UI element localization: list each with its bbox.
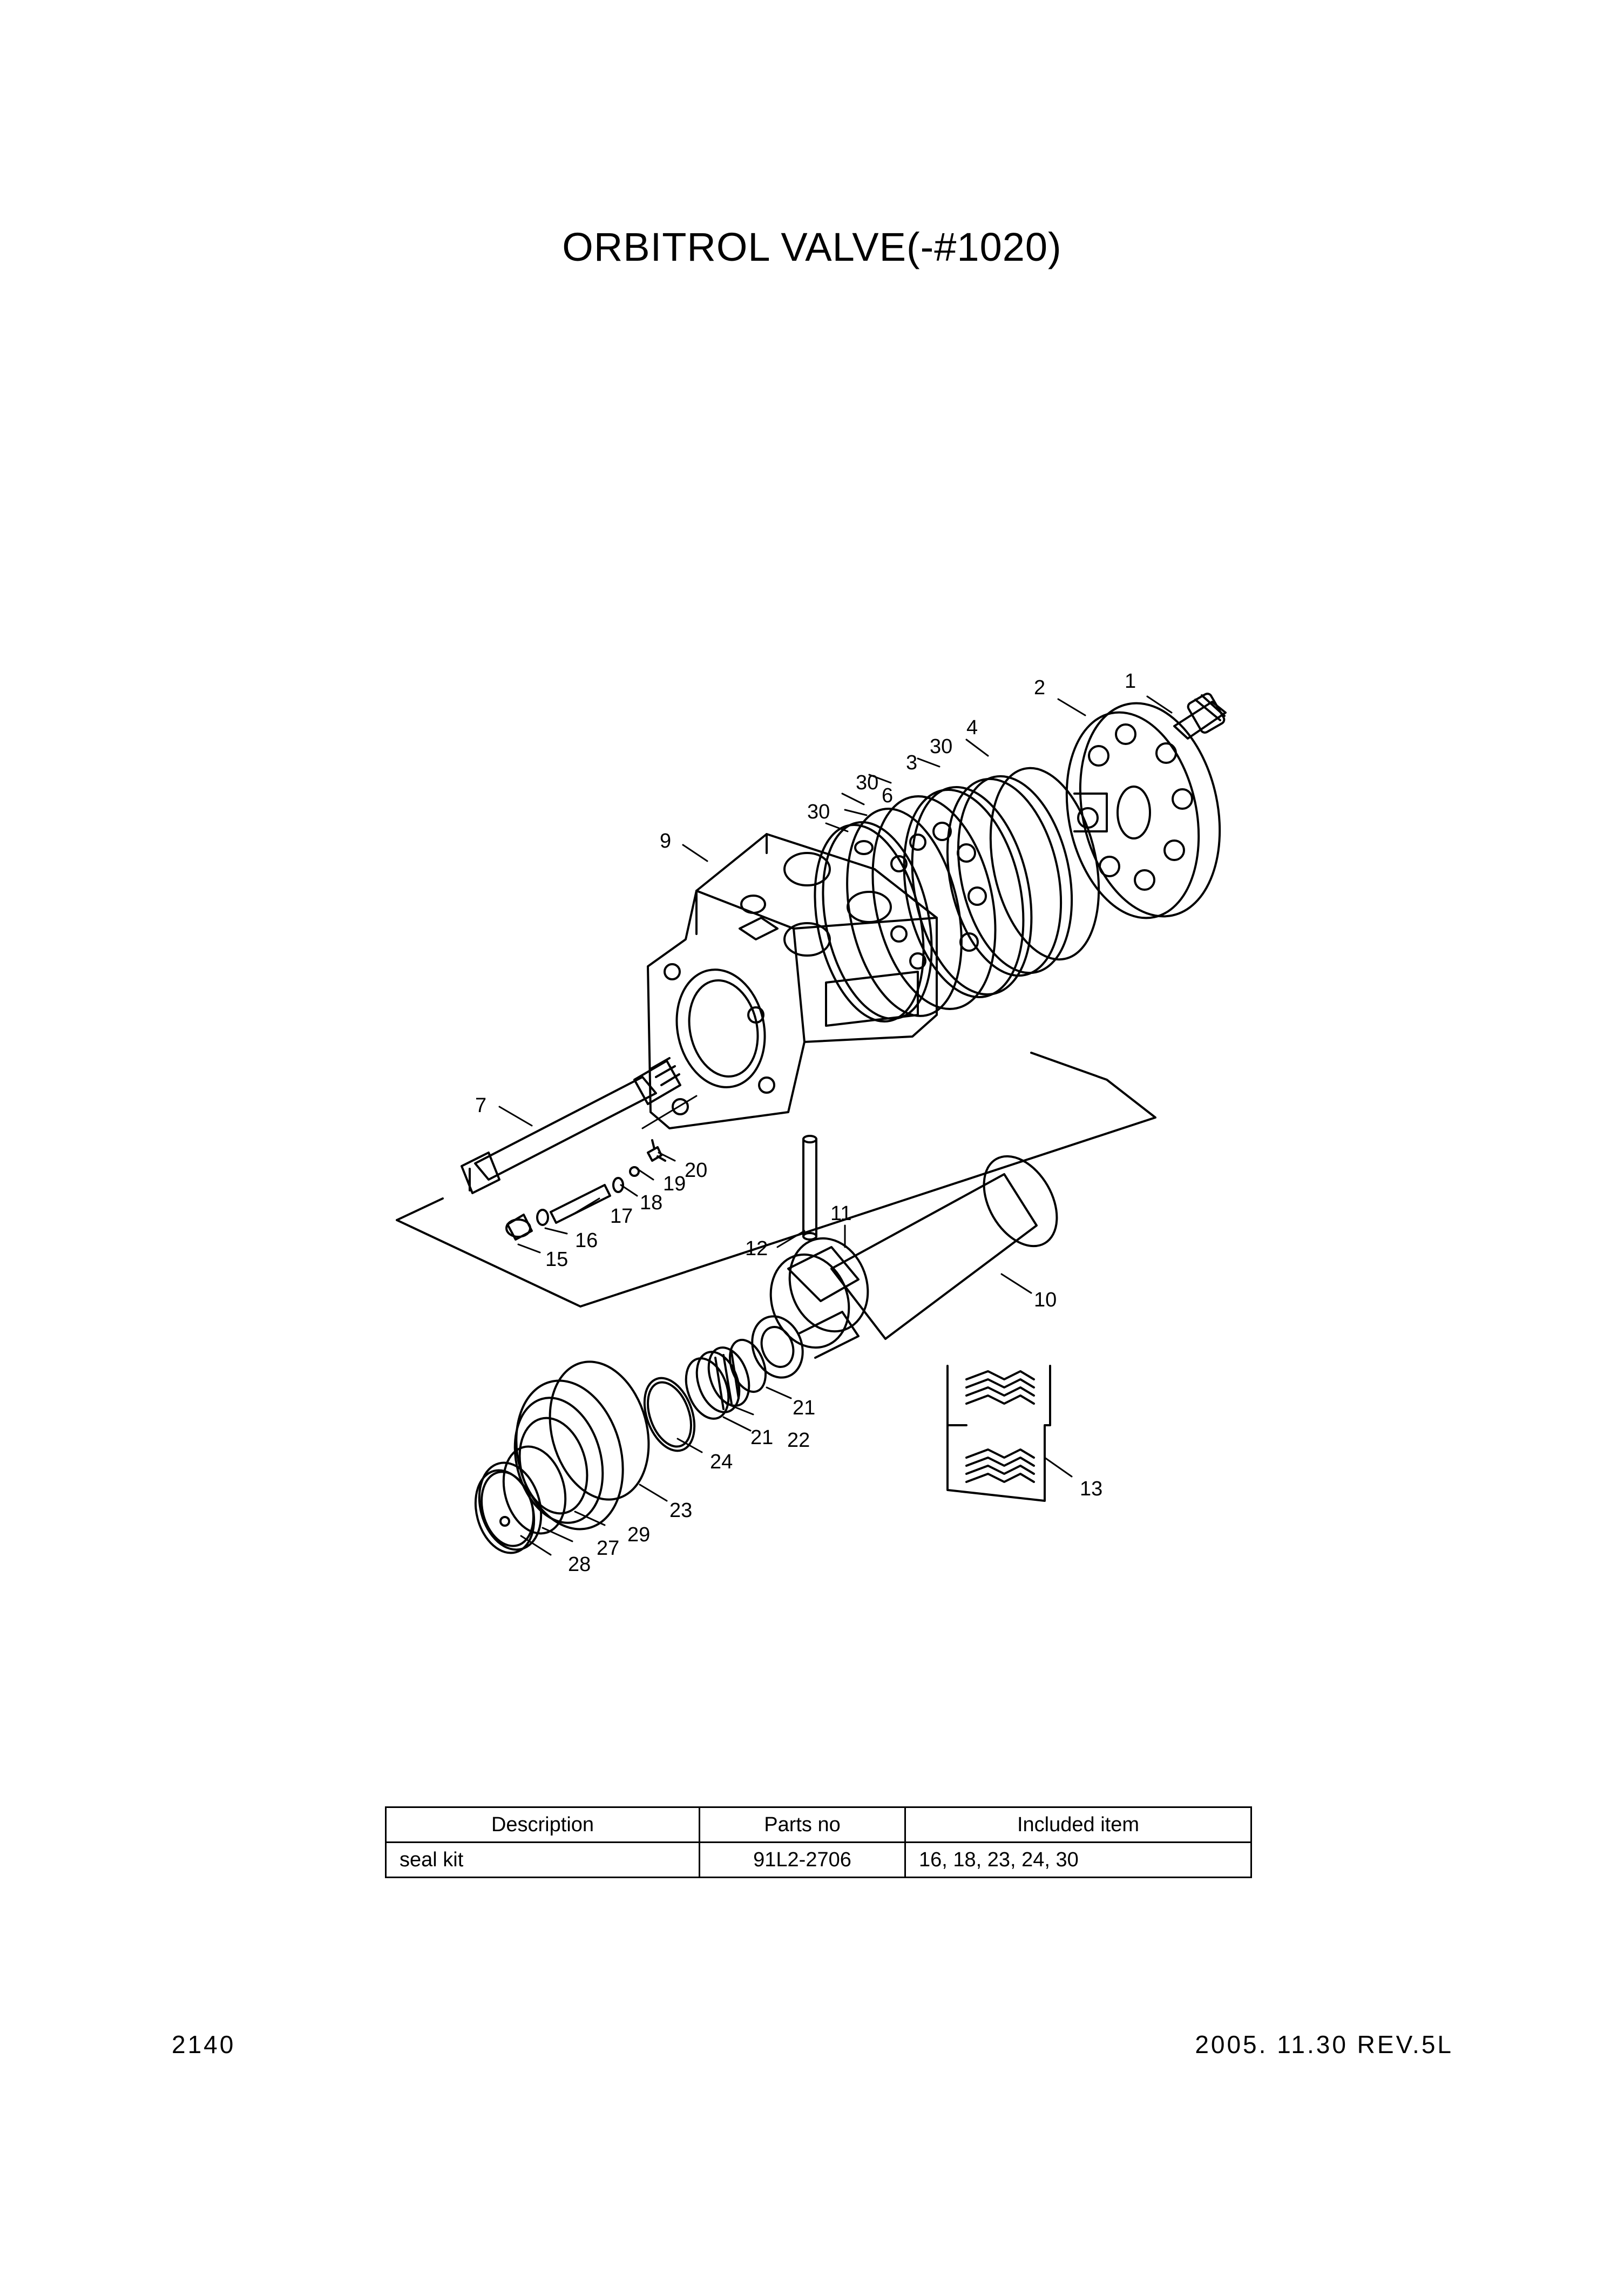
callout-20: 20 xyxy=(685,1159,707,1182)
o-ring-part xyxy=(643,1377,696,1452)
pin-part xyxy=(802,1135,817,1241)
column-header-description: Description xyxy=(385,1806,700,1843)
callout-9: 9 xyxy=(660,830,671,852)
callout-2: 2 xyxy=(1034,676,1045,699)
seal-kit-table: Description Parts no Included item seal … xyxy=(385,1806,1252,1878)
callout-29: 29 xyxy=(627,1523,650,1546)
housing-part xyxy=(647,833,938,1129)
callout-19: 19 xyxy=(663,1173,686,1195)
table-header-row: Description Parts no Included item xyxy=(385,1806,1252,1843)
callout-6: 6 xyxy=(882,784,893,807)
column-header-parts-no: Parts no xyxy=(699,1806,906,1843)
table-row: seal kit 91L2-2706 16, 18, 23, 24, 30 xyxy=(385,1841,1252,1878)
check-valve-small-parts xyxy=(396,1052,1156,1308)
callout-4: 4 xyxy=(966,716,978,739)
callout-27: 27 xyxy=(597,1537,619,1560)
callout-17: 17 xyxy=(610,1205,633,1228)
callout-10: 10 xyxy=(1034,1289,1057,1311)
column-header-included-item: Included item xyxy=(904,1806,1252,1843)
callout-21a: 21 xyxy=(793,1397,815,1419)
centering-springs-part xyxy=(946,1365,1051,1502)
callout-13: 13 xyxy=(1080,1478,1102,1500)
callout-11: 11 xyxy=(830,1202,851,1225)
callout-21b: 21 xyxy=(750,1426,773,1449)
cell-description: seal kit xyxy=(385,1841,700,1878)
callout-23: 23 xyxy=(669,1499,692,1522)
sleeve-spool-part xyxy=(751,1155,1058,1379)
callout-7: 7 xyxy=(475,1094,486,1117)
callout-18: 18 xyxy=(640,1191,662,1214)
input-shaft-part xyxy=(1173,693,1227,740)
callout-16: 16 xyxy=(575,1229,598,1252)
cell-included-item: 16, 18, 23, 24, 30 xyxy=(904,1841,1252,1878)
callout-24: 24 xyxy=(710,1451,733,1473)
drive-shaft-part xyxy=(461,1057,681,1194)
callout-28: 28 xyxy=(568,1553,591,1576)
callout-30c: 30 xyxy=(807,801,830,823)
page-number: 2140 xyxy=(172,2030,236,2058)
callout-labels: 1 2 4 30 3 30 6 30 9 7 20 19 18 17 16 15… xyxy=(475,670,1136,1576)
callout-3: 3 xyxy=(906,751,917,774)
callout-30b: 30 xyxy=(856,771,878,794)
callout-1: 1 xyxy=(1125,670,1136,693)
callout-15: 15 xyxy=(545,1248,568,1271)
callout-22: 22 xyxy=(787,1429,810,1452)
revision-date: 2005. 11.30 REV.5L xyxy=(1195,2030,1453,2058)
page-title: ORBITROL VALVE(-#1020) xyxy=(562,225,1062,269)
bearing-races-part xyxy=(685,1338,767,1420)
end-cap-part xyxy=(1065,702,1221,919)
callout-12: 12 xyxy=(745,1237,768,1260)
end-cover-assembly-part xyxy=(474,1360,650,1554)
leader-lines xyxy=(498,695,1173,1556)
cell-parts-no: 91L2-2706 xyxy=(699,1841,906,1878)
callout-30a: 30 xyxy=(930,735,952,758)
